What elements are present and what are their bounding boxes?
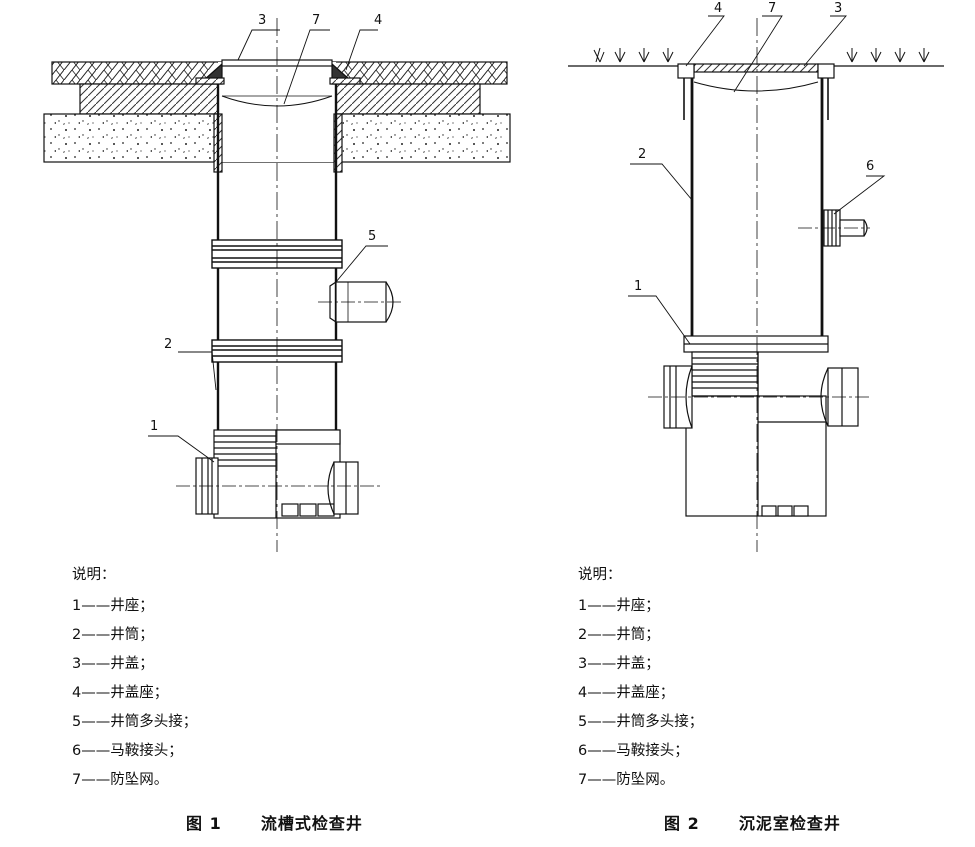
figure-1-caption: 图 1 流槽式检查井 [186, 810, 363, 834]
legend-item: 5——井筒多头接； [72, 714, 198, 730]
legend-item: 1——井座； [578, 598, 660, 614]
legend-item: 7——防坠网。 [578, 772, 675, 788]
legend-figure-1: 说明： 1——井座； 2——井筒； 3——井盖； 4——井盖座； 5——井筒多头… [72, 568, 197, 802]
callout-label: 5 [368, 229, 376, 244]
figure-2-caption: 图 2 沉泥室检查井 [664, 810, 841, 834]
callout-label: 2 [164, 337, 172, 352]
legend-item: 6——马鞍接头； [578, 743, 689, 759]
legend-item: 3——井盖； [578, 656, 660, 672]
figure-title: 流槽式检查井 [260, 814, 363, 833]
figure-2-drawing [568, 15, 944, 552]
legend-item: 4——井盖座； [578, 685, 675, 701]
legend-heading: 说明： [578, 567, 622, 583]
callout-label: 4 [374, 13, 382, 28]
legend-item: 2——井筒； [72, 627, 154, 643]
callout-label: 3 [834, 1, 842, 16]
legend-item: 6——马鞍接头； [72, 743, 183, 759]
legend-heading: 说明： [72, 567, 116, 583]
figure-number: 图 2 [664, 814, 700, 833]
callout-label: 1 [150, 419, 158, 434]
callout-label: 6 [866, 159, 874, 174]
callout-label: 7 [312, 13, 320, 28]
sediment-chamber [663, 335, 859, 517]
legend-item: 5——井筒多头接； [578, 714, 704, 730]
ground-symbols [593, 47, 930, 63]
legend-item: 7——防坠网。 [72, 772, 169, 788]
manhole-cover [693, 63, 819, 73]
figure-1-drawing [43, 18, 511, 552]
legend-item: 4——井盖座； [72, 685, 169, 701]
figure-1-callouts: 3 7 4 5 2 1 [150, 13, 382, 434]
callout-label: 7 [768, 1, 776, 16]
figure-number: 图 1 [186, 814, 222, 833]
callout-label: 2 [638, 147, 646, 162]
safety-net [693, 81, 819, 92]
callout-label: 1 [634, 279, 642, 294]
figure-title: 沉泥室检查井 [738, 814, 841, 833]
legend-item: 3——井盖； [72, 656, 154, 672]
callout-label: 4 [714, 1, 722, 16]
legend-item: 2——井筒； [578, 627, 660, 643]
figure-2-callouts: 4 7 3 2 6 1 [634, 1, 874, 294]
cover-seat [677, 63, 695, 79]
legend-figure-2: 说明： 1——井座； 2——井筒； 3——井盖； 4——井盖座； 5——井筒多头… [578, 568, 703, 802]
legend-item: 1——井座； [72, 598, 154, 614]
callout-label: 3 [258, 13, 266, 28]
